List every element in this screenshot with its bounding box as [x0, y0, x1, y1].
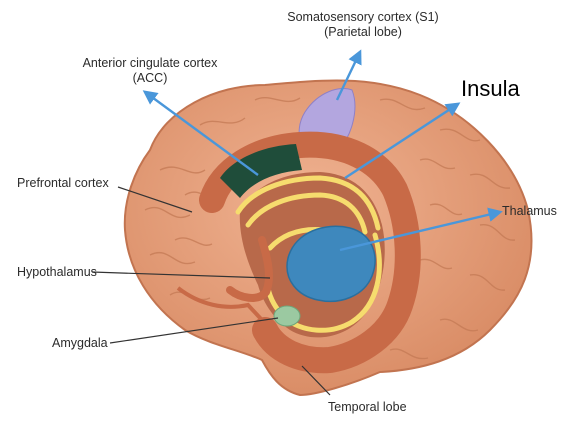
somatosensory-label: Somatosensory cortex (S1) (Parietal lobe… — [268, 10, 458, 40]
acc-label: Anterior cingulate cortex (ACC) — [60, 56, 240, 86]
amygdala-region — [274, 306, 300, 326]
somatosensory-label-line2: (Parietal lobe) — [268, 25, 458, 40]
hypothalamus-label: Hypothalamus — [17, 265, 97, 280]
thalamus-label: Thalamus — [502, 204, 557, 219]
thalamus-region — [287, 226, 375, 301]
prefrontal-label: Prefrontal cortex — [17, 176, 109, 191]
amygdala-label: Amygdala — [52, 336, 108, 351]
acc-label-line1: Anterior cingulate cortex — [60, 56, 240, 71]
insula-label: Insula — [461, 76, 520, 102]
temporal-label: Temporal lobe — [328, 400, 407, 415]
somatosensory-label-line1: Somatosensory cortex (S1) — [268, 10, 458, 25]
acc-label-line2: (ACC) — [60, 71, 240, 86]
